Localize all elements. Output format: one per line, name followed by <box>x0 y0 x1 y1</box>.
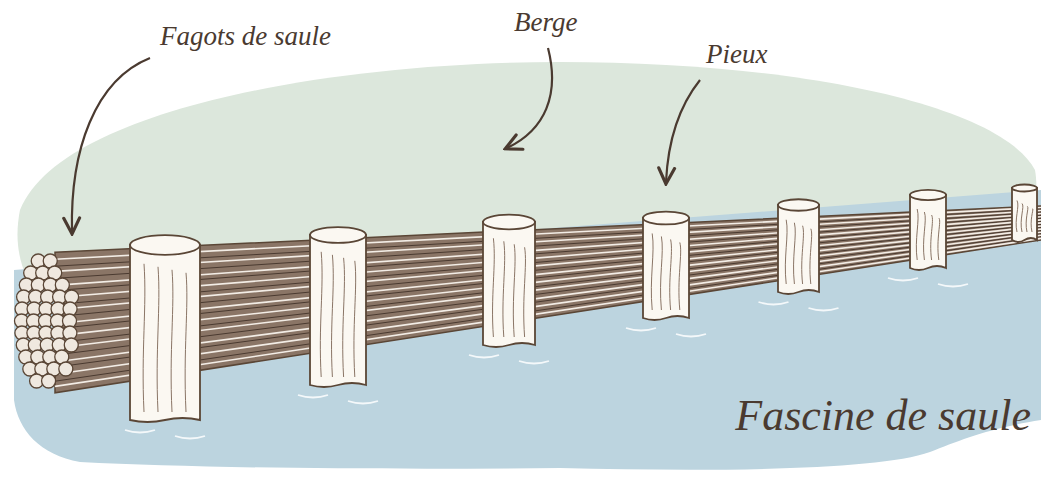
ripple <box>519 361 549 364</box>
wood-grain <box>931 215 933 260</box>
wood-grain <box>343 258 345 377</box>
ripple <box>626 328 656 331</box>
wood-grain <box>916 209 918 260</box>
water <box>14 190 1041 470</box>
twig-stroke <box>55 231 1041 355</box>
wood-grain <box>354 261 356 377</box>
twig-stroke <box>55 211 1041 272</box>
twig-end <box>42 374 56 388</box>
twig-stroke <box>55 228 1041 343</box>
wood-grain <box>513 244 515 337</box>
twig-stroke <box>55 235 1041 374</box>
wood-grain <box>651 233 653 310</box>
stake-body <box>130 245 200 422</box>
ripple <box>175 436 205 439</box>
twig-stroke <box>55 220 1041 310</box>
wood-grain <box>802 226 804 284</box>
twig-stroke <box>55 218 1041 304</box>
wood-grain <box>185 273 187 412</box>
wood-grain <box>661 236 663 310</box>
wood-grain <box>794 223 796 284</box>
stake <box>130 235 200 422</box>
part-label: Berge <box>514 8 577 38</box>
wood-grain <box>810 229 812 284</box>
bundle-body <box>55 206 1041 393</box>
part-label: Pieux <box>706 40 767 70</box>
stake-body <box>643 218 689 320</box>
twig-stroke <box>55 238 1041 386</box>
wood-grain <box>143 264 145 412</box>
ripple <box>938 284 968 287</box>
twig-stroke <box>55 215 1041 290</box>
stake <box>778 199 819 294</box>
wood-grain <box>670 239 672 310</box>
stake <box>483 215 535 347</box>
stake <box>310 227 366 387</box>
wood-grain <box>1016 201 1018 233</box>
diagram-title: Fascine de saule <box>735 392 1031 440</box>
stake-body <box>910 195 946 270</box>
wood-grain <box>785 220 787 284</box>
wood-grain <box>332 255 334 377</box>
wood-grain <box>679 242 681 310</box>
stake-body <box>1012 188 1037 242</box>
wood-grain <box>924 212 926 260</box>
wood-grain <box>157 267 159 412</box>
stake-body <box>310 235 366 387</box>
leader-arrow <box>72 58 150 232</box>
stake <box>643 212 689 320</box>
ripple <box>676 334 706 337</box>
wood-grain <box>503 241 505 337</box>
wood-grain <box>1031 209 1033 232</box>
wood-grain <box>1026 206 1028 232</box>
stake-top <box>1012 185 1037 192</box>
ripple <box>469 355 499 358</box>
leader-arrow <box>666 80 700 182</box>
wood-grain <box>171 270 173 412</box>
wood-grain <box>493 238 495 337</box>
ripple <box>348 401 378 404</box>
twig-stroke <box>55 229 1041 348</box>
twig-stroke <box>55 226 1041 336</box>
wood-grain <box>938 218 940 260</box>
ripple <box>759 302 789 305</box>
stake-body <box>483 222 535 347</box>
wood-grain <box>320 252 322 377</box>
leader-arrow <box>507 48 552 148</box>
stake-top <box>483 215 535 230</box>
twig-stroke <box>55 237 1041 381</box>
stake <box>910 190 946 270</box>
stake-top <box>130 235 200 255</box>
twig-stroke <box>55 232 1041 362</box>
stake-top <box>910 190 946 200</box>
twig-stroke <box>55 221 1041 316</box>
twig-end <box>64 338 78 352</box>
part-label: Fagots de saule <box>160 22 331 52</box>
ripple <box>298 395 328 398</box>
ripple <box>809 308 839 311</box>
stake-top <box>310 227 366 243</box>
wood-grain <box>524 247 526 337</box>
stake-top <box>643 212 689 225</box>
twig-end <box>59 362 73 376</box>
twig-stroke <box>55 224 1041 328</box>
twig-stroke <box>55 234 1041 367</box>
stakes <box>130 185 1037 423</box>
stake <box>1012 185 1037 243</box>
wood-grain <box>1021 204 1023 233</box>
stake-body <box>778 205 819 294</box>
ripple <box>888 278 918 281</box>
ripple <box>125 430 155 433</box>
stake-top <box>778 199 819 210</box>
